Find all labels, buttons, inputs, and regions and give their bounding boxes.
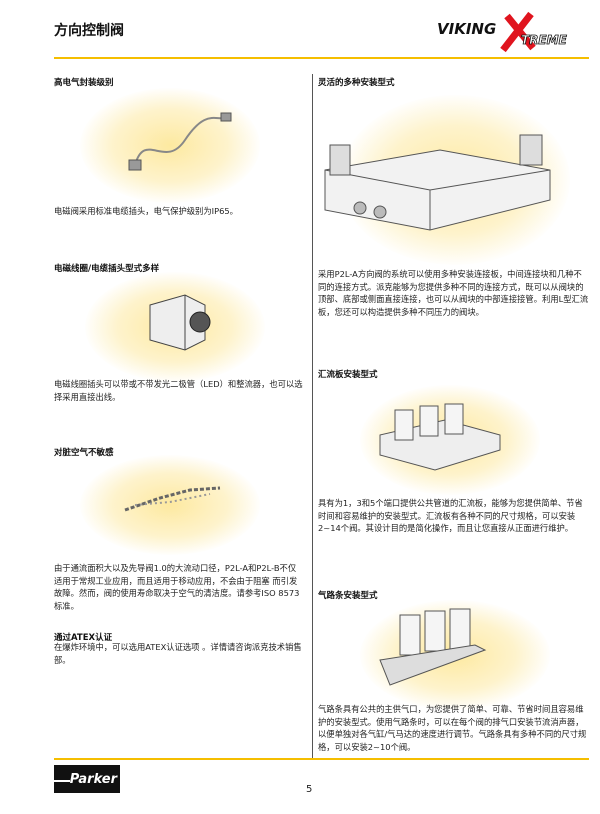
section-body: 电磁阀采用标准电缆插头，电气保护级别为IP65。 xyxy=(54,206,238,216)
section-body: 由于通流面积大以及先导阀1.0的大流动口径，P2L-A和P2L-B不仅适用于常规… xyxy=(54,563,300,611)
svg-text:TREME: TREME xyxy=(521,33,568,47)
section-body: 在爆炸环境中，可以选用ATEX认证选项 。详情请咨询派克技术销售部。 xyxy=(54,642,302,665)
section-heading: 汇流板安装型式 xyxy=(318,370,378,380)
section-heading: 气路条安装型式 xyxy=(318,591,378,601)
section-body: 采用P2L-A方向阀的系统可以使用多种安装连接板，中间连接块和几种不同的连接方式… xyxy=(318,269,589,317)
section-heading: 高电气封装级别 xyxy=(54,78,114,88)
header-rule xyxy=(54,57,589,59)
cable-plug-image xyxy=(128,112,232,171)
manifold-image xyxy=(379,403,501,471)
dirty-air-splash-image xyxy=(124,486,221,512)
section-heading: 灵活的多种安装型式 xyxy=(318,78,395,88)
parker-logo: Parker xyxy=(54,765,120,793)
column-divider xyxy=(312,74,313,760)
gallery-rail-image xyxy=(379,608,487,686)
section-body: 具有为1，3和5个端口提供公共管道的汇流板，能够为您提供简单、节省时间和容易维护… xyxy=(318,498,583,534)
coil-connector-image xyxy=(149,294,211,351)
section-heading: 电磁线圈/电缆插头型式多样 xyxy=(54,264,160,274)
footer-rule xyxy=(54,758,589,760)
svg-text:VIKING: VIKING xyxy=(437,20,496,38)
valve-island-image xyxy=(324,134,551,231)
section-heading: 对脏空气不敏感 xyxy=(54,448,114,458)
viking-xtreme-logo: VIKING TREME xyxy=(437,11,568,53)
section-body: 气路条具有公共的主供气口，为您提供了简单、可靠、节省时间且容易维护的安装型式。使… xyxy=(318,704,587,752)
section-body: 电磁线圈插头可以带或不带发光二极管（LED）和整流器，也可以选择采用直接出线。 xyxy=(54,379,303,402)
page-number: 5 xyxy=(306,784,313,795)
section-heading: 通过ATEX认证 xyxy=(54,633,113,643)
page-title: 方向控制阀 xyxy=(54,23,124,39)
